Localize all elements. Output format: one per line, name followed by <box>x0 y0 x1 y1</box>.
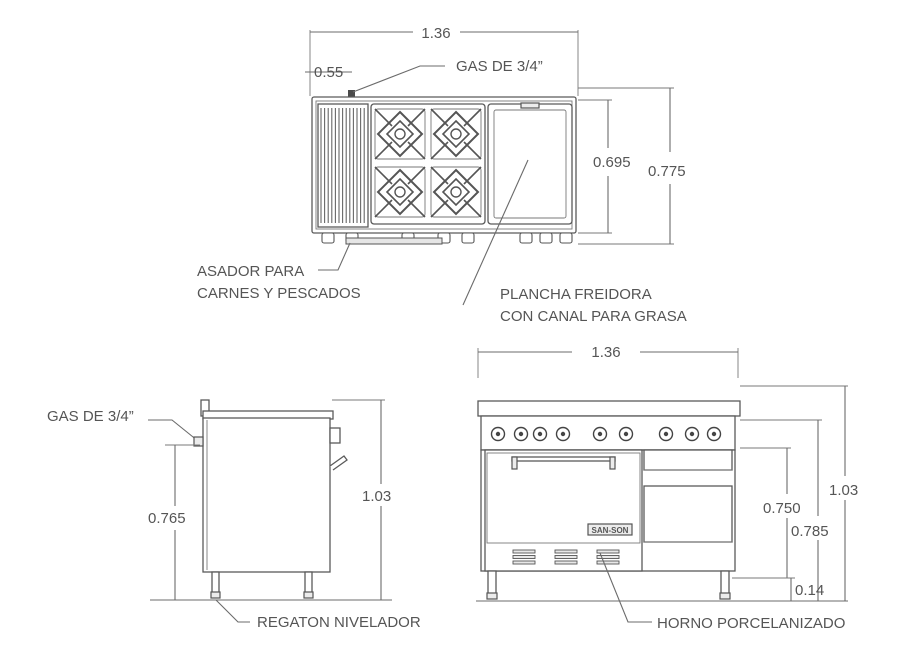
griddle-section <box>487 102 573 225</box>
oven-label: HORNO PORCELANIZADO <box>657 615 845 632</box>
grill-label-line2: CARNES Y PESCADOS <box>197 285 361 302</box>
vent-group <box>596 549 620 565</box>
oven-handle <box>511 456 616 462</box>
top-foot <box>539 232 553 244</box>
burner-icon <box>374 166 426 218</box>
top-foot <box>519 232 533 244</box>
grill-label-line1: ASADOR PARA <box>197 263 304 280</box>
leveling-foot-right <box>303 591 314 599</box>
vent-group <box>512 549 536 565</box>
top-depth-inner-value: 0.695 <box>593 154 631 171</box>
front-total-height-value: 1.03 <box>829 482 858 499</box>
front-width-value: 1.36 <box>591 344 620 361</box>
front-panel-height-value: 0.785 <box>791 523 829 540</box>
griddle-label-line1: PLANCHA FREIDORA <box>500 286 652 303</box>
side-total-height-value: 1.03 <box>362 488 391 505</box>
top-feet <box>321 232 573 245</box>
top-width-dimension: 1.36 <box>309 25 579 96</box>
control-knob <box>490 426 506 442</box>
side-body <box>202 417 331 573</box>
front-oven-height-value: 0.750 <box>763 500 801 517</box>
leveling-foot-left <box>210 591 221 599</box>
burner-icon <box>430 108 482 160</box>
control-knob <box>706 426 722 442</box>
side-gas-label: GAS DE 3/4” <box>47 408 134 425</box>
front-top-plate <box>477 400 741 417</box>
top-depth-dimensions: 0.695 0.775 <box>578 87 686 245</box>
oven-vents <box>512 549 620 565</box>
top-gas-label: GAS DE 3/4” <box>456 58 543 75</box>
top-foot <box>461 232 475 244</box>
top-width-value: 1.36 <box>421 25 450 42</box>
control-knob <box>513 426 529 442</box>
burner-icon <box>430 166 482 218</box>
brand-plate <box>587 523 633 536</box>
top-gas-offset-value: 0.55 <box>314 64 343 81</box>
burner-icon <box>374 108 426 160</box>
side-work-height-value: 0.765 <box>148 510 186 527</box>
side-foot-label: REGATON NIVELADOR <box>257 614 421 631</box>
control-knob <box>618 426 634 442</box>
top-foot <box>321 232 335 244</box>
top-view: 1.36 0.55 GAS DE 3/4” <box>197 25 687 325</box>
griddle-label-line2: CON CANAL PARA GRASA <box>500 308 687 325</box>
vent-group <box>554 549 578 565</box>
drawer-upper <box>643 449 733 471</box>
side-gas-pipe <box>193 436 204 447</box>
control-knob <box>532 426 548 442</box>
top-gas-offset: 0.55 GAS DE 3/4” <box>305 58 543 97</box>
front-leg-height-value: 0.14 <box>795 582 824 599</box>
griddle-grease-outlet <box>520 102 540 109</box>
side-view: GAS DE 3/4” 0.765 1.03 REGATON NIVELADOR <box>47 399 421 631</box>
gas-inlet-marker <box>348 90 355 97</box>
top-depth-total-value: 0.775 <box>648 163 686 180</box>
front-view: 1.36 SAN-SON 1.03 <box>476 344 858 632</box>
top-foot <box>559 232 573 244</box>
control-knob <box>592 426 608 442</box>
top-gas-manifold <box>345 237 443 245</box>
grill-section <box>317 103 369 228</box>
control-knob <box>658 426 674 442</box>
oven-window <box>486 452 641 544</box>
brand-text: SAN-SON <box>592 526 629 535</box>
control-knob <box>684 426 700 442</box>
drawer-lower <box>643 485 733 543</box>
control-knob <box>555 426 571 442</box>
burner-grid <box>370 103 486 225</box>
